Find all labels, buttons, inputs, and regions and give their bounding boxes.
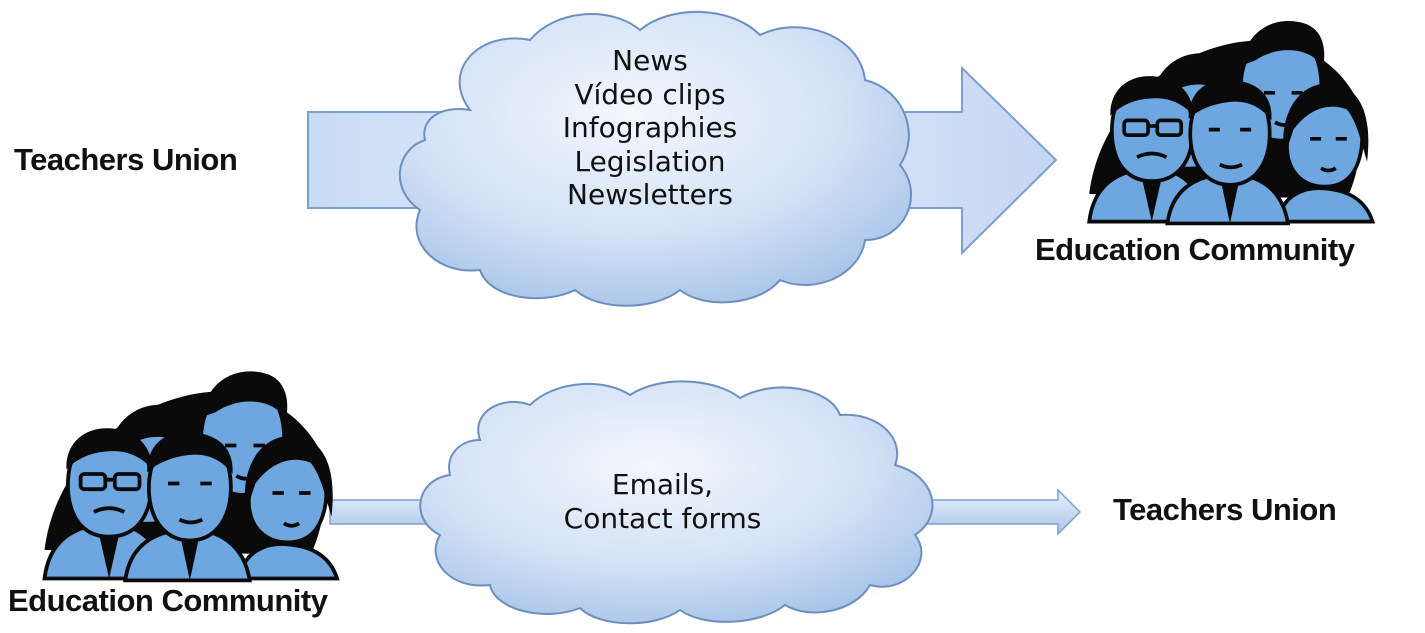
bottom-target-label: Teachers Union	[1113, 492, 1337, 527]
people-group-icon	[42, 369, 340, 583]
cloud-item: Emails,	[611, 468, 714, 501]
cloud-item: Contact forms	[563, 501, 762, 535]
cloud-item: Vídeo clips	[574, 77, 726, 111]
top-cloud-items: News Vídeo clips Infographies Legislatio…	[540, 44, 760, 212]
cloud-item: Infographies	[562, 111, 738, 145]
top-target-label: Education Community	[1035, 232, 1355, 267]
top-content-cloud	[398, 10, 912, 307]
cloud-item: Newsletters	[567, 178, 733, 212]
bottom-source-label: Education Community	[8, 583, 328, 618]
cloud-item: Legislation	[574, 144, 726, 178]
cloud-item: News	[612, 44, 688, 77]
bottom-content-cloud	[419, 380, 934, 625]
top-source-label: Teachers Union	[14, 142, 238, 177]
people-group-icon	[1087, 19, 1375, 226]
bottom-cloud-items: Emails, Contact forms	[545, 468, 780, 535]
